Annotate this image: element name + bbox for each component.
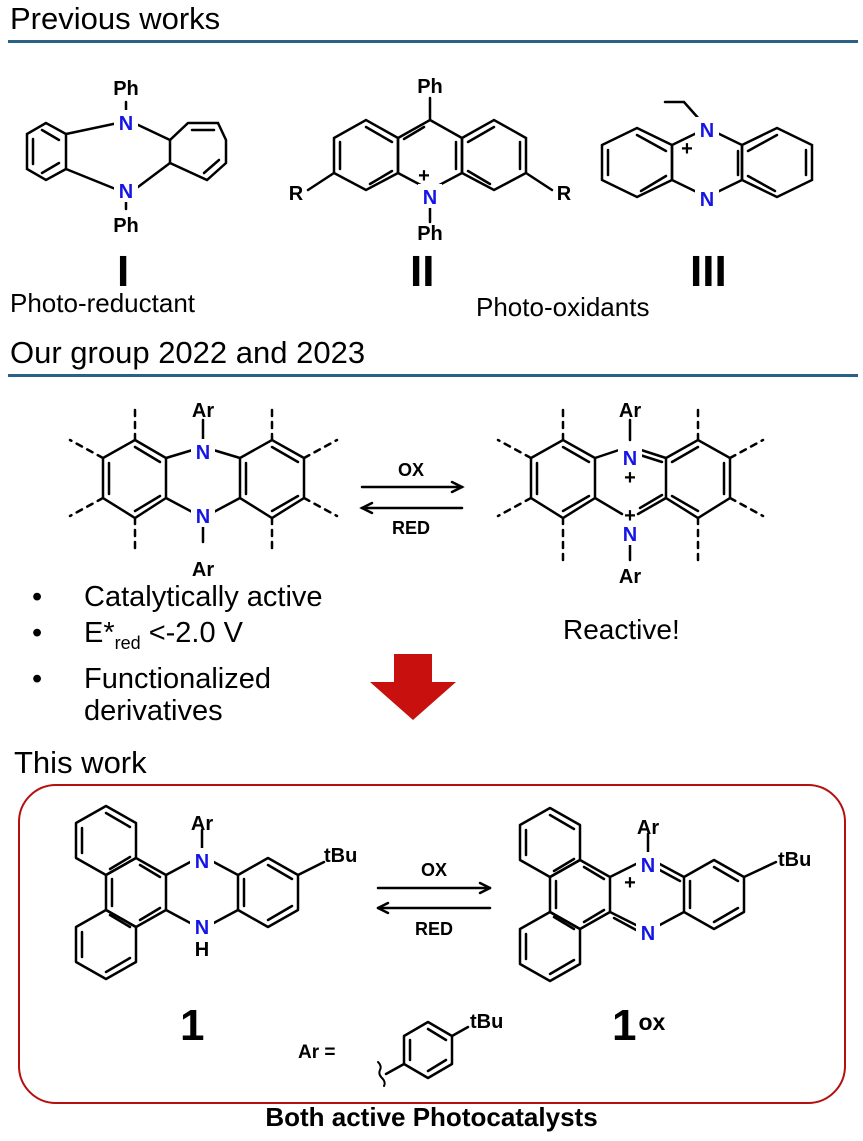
bullet-item: Functionalized derivatives — [14, 663, 324, 727]
ar-definition-label: Ar = — [298, 1042, 336, 1063]
section-title-our-group: Our group 2022 and 2023 — [10, 335, 366, 370]
compound-1-bonds — [74, 804, 326, 981]
previous-works-structures: N N Ph Ph Ph N + Ph R R N + N — [25, 76, 814, 245]
atom-N: N — [700, 120, 714, 142]
charge-plus: + — [418, 165, 430, 187]
label-II: II — [410, 247, 435, 296]
group-scheme: Ar N N Ar OX RED Ar N + + N Ar — [68, 400, 765, 588]
section-title-previous-works: Previous works — [10, 1, 221, 36]
section-title-this-work: This work — [14, 745, 147, 780]
atom-Ar: Ar — [192, 400, 214, 422]
atom-Ar: Ar — [191, 813, 213, 835]
atom-N: N — [195, 917, 209, 939]
atom-Ph: Ph — [113, 215, 139, 237]
atom-N: N — [119, 113, 133, 135]
bullet-item: Catalytically active — [14, 581, 354, 613]
atom-Ar: Ar — [619, 566, 641, 588]
ar-definition-bonds — [377, 1020, 470, 1087]
atom-N: N — [423, 187, 437, 209]
footer-caption: Both active Photocatalysts — [265, 1102, 598, 1132]
feature-bullets: Catalytically active E*red <-2.0 V Funct… — [14, 581, 354, 727]
atom-Ar: Ar — [619, 400, 641, 422]
big-down-arrow-icon — [370, 654, 456, 720]
photo-oxidants-caption: Photo-oxidants — [476, 292, 650, 322]
label-I: I — [117, 247, 130, 296]
reactive-caption: Reactive! — [563, 614, 680, 645]
compound-1ox-bonds — [518, 806, 778, 983]
bullet-item: E*red <-2.0 V — [14, 617, 354, 659]
arrow-ox-label: OX — [421, 860, 447, 880]
atom-N: N — [196, 442, 210, 464]
photo-reductant-caption: Photo-reductant — [10, 288, 196, 318]
structure-II-bonds — [306, 96, 554, 224]
atom-N: N — [196, 506, 210, 528]
charge-plus: + — [681, 138, 693, 160]
atom-Ph: Ph — [417, 76, 443, 98]
atom-N: N — [700, 189, 714, 211]
dashed-substituents-right — [496, 402, 765, 562]
section-divider-1 — [8, 40, 858, 43]
atom-R: R — [557, 183, 572, 205]
atom-N: N — [641, 855, 655, 877]
atom-Ar: Ar — [637, 817, 659, 839]
atom-tBu: tBu — [324, 845, 357, 867]
equilibrium-arrows-icon — [376, 881, 492, 915]
label-III: III — [690, 247, 727, 296]
arrow-red-label: RED — [415, 919, 453, 939]
charge-plus: + — [624, 505, 636, 527]
arrow-ox-label: OX — [398, 460, 424, 480]
atom-N: N — [119, 181, 133, 203]
compound-1-label: 1 — [180, 1001, 205, 1050]
atom-Ph: Ph — [113, 78, 139, 100]
atom-N: N — [641, 923, 655, 945]
this-work-scheme: Ar N N H tBu OX RED Ar N + N tBu tBu — [74, 804, 811, 1087]
charge-plus: + — [624, 872, 636, 894]
atom-Ar: Ar — [192, 559, 214, 581]
atom-R: R — [289, 183, 304, 205]
atom-N: N — [195, 851, 209, 873]
equilibrium-arrows-icon — [359, 480, 465, 515]
charge-plus: + — [624, 467, 636, 489]
structure-I-bonds — [25, 100, 228, 211]
section-divider-2 — [8, 374, 858, 377]
dashed-substituents-left — [68, 402, 339, 556]
this-work-frame — [18, 784, 846, 1104]
atom-Ph: Ph — [417, 223, 443, 245]
atom-tBu: tBu — [470, 1011, 503, 1033]
atom-N: N — [623, 448, 637, 470]
atom-H: H — [195, 939, 209, 961]
atom-N: N — [623, 524, 637, 546]
atom-tBu: tBu — [778, 849, 811, 871]
structure-III-bonds — [600, 100, 814, 199]
arrow-red-label: RED — [392, 518, 430, 538]
compound-1ox-label: 1ox — [612, 1001, 666, 1050]
